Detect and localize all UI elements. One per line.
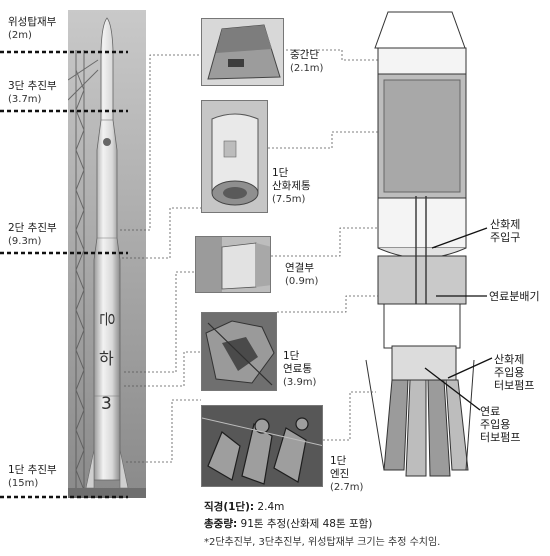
schematic-label-oxidizer-turbopump-line3: 터보펌프 [494,379,535,392]
component-label-engine-line1: 1단 [330,455,347,467]
component-label-interstage: 중간단 (2.1m) [290,49,323,75]
schematic-label-fuel-turbopump-line3: 터보펌프 [480,431,521,444]
component-label-fuel-tank-size: (3.9m) [283,377,317,388]
rocket-body-text-2: 하 [99,349,114,368]
section-label-first-stage: 1단 추진부 (15m) [8,464,57,490]
section-label-first-stage-name: 1단 추진부 [8,464,57,476]
schematic-label-oxidizer-inlet: 산화제 주입구 [490,218,520,244]
section-label-third-stage: 3단 추진부 (3.7m) [8,80,57,106]
schematic-label-oxidizer-turbopump-line2: 주입용 [494,366,525,379]
section-label-third-stage-name: 3단 추진부 [8,80,57,92]
spec-weight: 총중량: 91톤 추정(산화제 48톤 포함) [204,517,372,531]
schematic-label-fuel-distributor-line1: 연료분배기 [489,290,540,303]
component-label-interstage-size: (2.1m) [290,63,324,74]
component-label-connector-size: (0.9m) [285,276,319,287]
component-label-connector-name: 연결부 [285,262,314,274]
section-label-payload-name: 위성탑재부 [8,16,57,28]
section-label-payload-size: (2m) [8,30,32,41]
component-label-interstage-name: 중간단 [290,49,319,61]
section-label-first-stage-size: (15m) [8,478,39,489]
schematic-label-fuel-turbopump: 연료 주입용 터보펌프 [480,405,520,444]
component-label-oxidizer-tank-line1: 1단 [272,167,289,179]
spec-note: *2단추진부, 3단추진부, 위성탑재부 크기는 추정 수치임. [204,536,440,550]
component-label-oxidizer-tank-size: (7.5m) [272,194,306,205]
component-label-oxidizer-tank-line2: 산화제통 [272,180,311,192]
section-label-second-stage-size: (9.3m) [8,236,42,247]
section-label-payload: 위성탑재부 (2m) [8,16,56,42]
component-photo-fuel-tank [201,312,277,391]
component-label-fuel-tank-line2: 연료통 [283,363,312,375]
schematic-label-fuel-turbopump-line2: 주입용 [480,418,511,431]
component-photo-connector [195,236,271,293]
schematic-label-oxidizer-turbopump-line1: 산화제 [494,353,525,366]
rocket-body-text-3: 3 [101,394,112,414]
schematic-label-oxidizer-inlet-line1: 산화제 [490,218,521,231]
section-label-third-stage-size: (3.7m) [8,94,42,105]
section-label-second-stage-name: 2단 추진부 [8,222,57,234]
spec-diameter-value: 2.4m [254,501,285,513]
spec-weight-value: 91톤 추정(산화제 48톤 포함) [237,518,373,530]
component-label-oxidizer-tank: 1단 산화제통 (7.5m) [272,167,311,206]
schematic-label-oxidizer-turbopump: 산화제 주입용 터보펌프 [494,353,534,392]
schematic-label-fuel-turbopump-line1: 연료 [480,405,501,418]
component-photo-interstage [201,18,284,86]
component-label-fuel-tank: 1단 연료통 (3.9m) [283,350,316,389]
spec-diameter-label: 직경(1단): [204,501,255,513]
component-photo-engine [201,405,323,487]
schematic-label-oxidizer-inlet-line2: 주입구 [490,231,521,244]
spec-diameter: 직경(1단): 2.4m [204,500,284,514]
component-label-engine-line2: 엔진 [330,468,350,480]
component-photo-oxidizer-tank [201,100,268,213]
spec-weight-label: 총중량: [204,518,238,530]
component-label-engine: 1단 엔진 (2.7m) [330,455,363,494]
component-label-connector: 연결부 (0.9m) [285,262,318,288]
spec-note-text: *2단추진부, 3단추진부, 위성탑재부 크기는 추정 수치임. [204,537,441,548]
component-label-fuel-tank-line1: 1단 [283,350,300,362]
schematic-label-fuel-distributor: 연료분배기 [489,290,540,303]
section-label-second-stage: 2단 추진부 (9.3m) [8,222,57,248]
component-label-engine-size: (2.7m) [330,482,364,493]
